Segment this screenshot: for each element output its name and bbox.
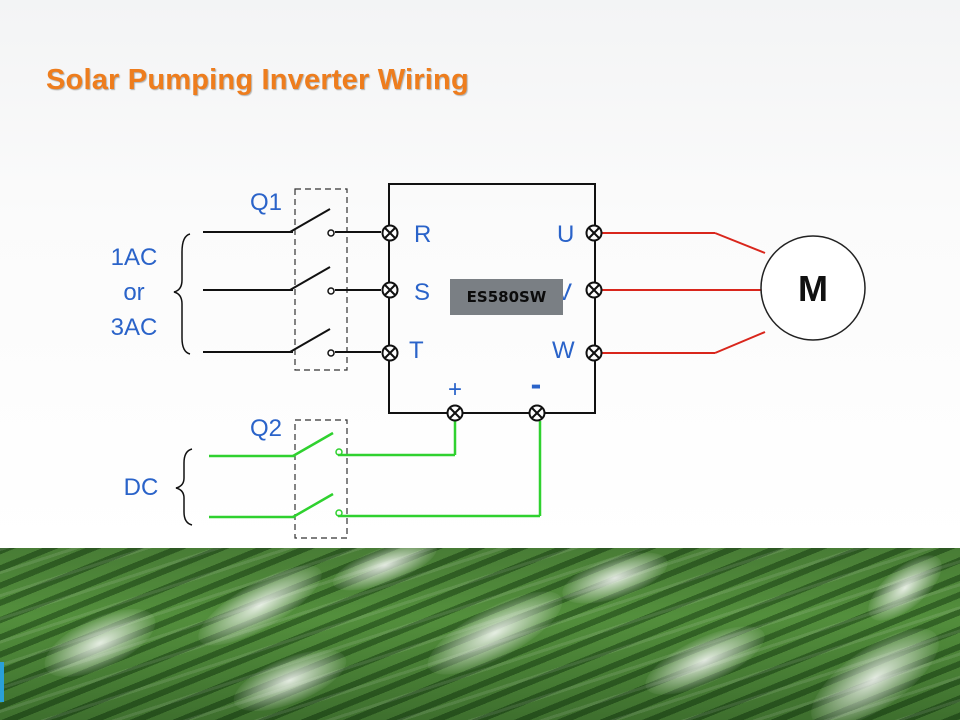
terminal-icons	[381, 224, 603, 422]
terminal-s-label: S	[414, 279, 430, 306]
breaker-q1-label: Q1	[250, 189, 282, 216]
ac-input-brace	[173, 233, 191, 355]
slide-title: Solar Pumping Inverter Wiring	[46, 64, 469, 96]
dc-input-wires	[209, 421, 542, 519]
breaker-q2-label: Q2	[250, 415, 282, 442]
motor-label: M	[798, 268, 828, 309]
dc-input-label: DC	[124, 474, 159, 501]
ac-input-label-line3: 3AC	[111, 314, 158, 341]
terminal-w-label: W	[552, 337, 575, 364]
slide-edge-accent	[0, 662, 4, 702]
terminal-u-label: U	[557, 221, 574, 248]
dc-plus-label: +	[448, 376, 462, 403]
wiring-diagram: M Q1 Q2 1AC or 3AC DC R S T U V W + -	[111, 183, 866, 539]
model-badge: ES580SW	[450, 279, 563, 315]
motor-icon	[760, 235, 866, 341]
ac-input-label-line2: or	[123, 279, 144, 306]
inverter-box	[388, 183, 596, 414]
irrigation-field-photo	[0, 548, 960, 720]
ac-input-label-line1: 1AC	[111, 244, 158, 271]
dc-input-brace	[175, 448, 193, 526]
terminal-r-label: R	[414, 221, 431, 248]
motor-output-wires	[601, 232, 766, 354]
terminal-t-label: T	[409, 337, 424, 364]
breaker-q1-box	[294, 188, 348, 371]
ac-input-wires	[203, 208, 381, 353]
breaker-q2-box	[294, 419, 348, 539]
dc-minus-label: -	[531, 366, 542, 402]
